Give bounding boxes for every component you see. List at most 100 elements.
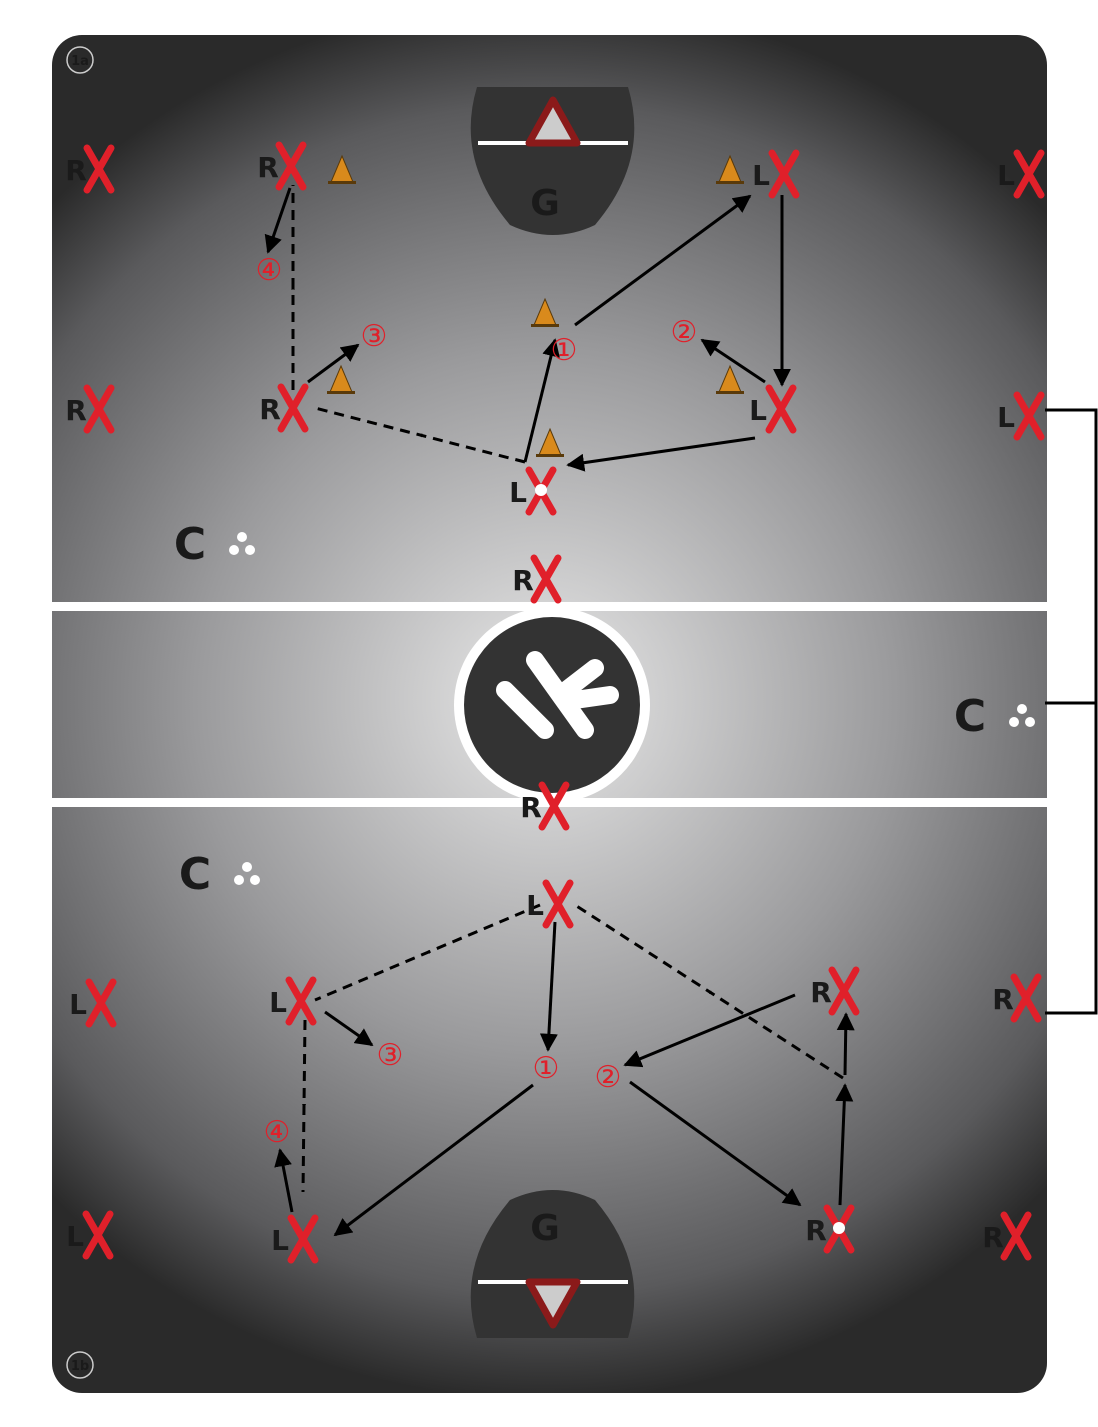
goal: G xyxy=(470,87,635,235)
player-marker: R xyxy=(259,383,309,433)
pass-arrow xyxy=(523,338,560,463)
step-number: ② xyxy=(671,315,698,350)
player-side-label: R xyxy=(65,154,87,187)
player-marker: L xyxy=(752,149,800,199)
player-marker: R xyxy=(65,144,115,194)
player-marker: R xyxy=(805,1204,855,1254)
cone-icon xyxy=(328,154,356,184)
ball-carrier-icon xyxy=(535,484,547,496)
player-side-label: L xyxy=(269,986,287,1019)
player-marker: L xyxy=(749,384,797,434)
x-mark-icon xyxy=(83,144,115,194)
ball-icon xyxy=(1025,717,1035,727)
coach-label: C xyxy=(179,849,211,900)
drill-id-badge xyxy=(66,46,94,74)
pass-arrow xyxy=(539,921,558,1052)
logo-glyph-icon xyxy=(496,651,619,739)
x-mark-icon xyxy=(542,879,574,929)
step-number: ④ xyxy=(256,253,283,288)
player-marker: R xyxy=(520,781,570,831)
x-mark-icon xyxy=(765,384,797,434)
ball-carrier-icon xyxy=(833,1222,845,1234)
goal-net-icon xyxy=(525,1278,581,1329)
ball-icon xyxy=(234,875,244,885)
pass-arrow xyxy=(574,194,752,327)
ball-icon xyxy=(245,545,255,555)
x-mark-icon xyxy=(287,1214,319,1264)
step-number: ① xyxy=(533,1051,560,1086)
ball-icon xyxy=(250,875,260,885)
player-side-label: L xyxy=(69,988,87,1021)
ball-icon xyxy=(242,862,252,872)
ball-icon xyxy=(1009,717,1019,727)
player-side-label: R xyxy=(259,393,281,426)
player-side-label: R xyxy=(810,976,832,1009)
player-marker: R xyxy=(982,1211,1032,1261)
cone-base xyxy=(716,181,744,184)
player-side-label: L xyxy=(749,394,767,427)
x-mark-icon xyxy=(530,554,562,604)
coach-label: C xyxy=(954,691,986,742)
pass-arrow xyxy=(333,1083,534,1237)
x-mark-icon xyxy=(538,781,570,831)
player-marker: L xyxy=(997,149,1045,199)
pass-arrow xyxy=(700,338,766,384)
goal: G xyxy=(470,1190,635,1338)
goalie-label: G xyxy=(530,183,560,224)
player-marker: R xyxy=(65,384,115,434)
bracket xyxy=(1045,408,1098,1015)
x-mark-icon xyxy=(1013,391,1045,441)
ball-icon xyxy=(1017,704,1027,714)
player-marker: L xyxy=(271,1214,319,1264)
pass-arrow xyxy=(307,343,360,384)
drill-id: 1b xyxy=(71,1359,89,1374)
cone-base xyxy=(716,391,744,394)
cone-icon xyxy=(716,154,744,184)
step-number: ④ xyxy=(264,1115,291,1150)
player-marker: L xyxy=(269,976,317,1026)
ball-icon xyxy=(229,545,239,555)
player-marker: L xyxy=(997,391,1045,441)
player-marker: R xyxy=(512,554,562,604)
player-side-label: L xyxy=(509,476,527,509)
pass-arrow xyxy=(566,436,756,472)
player-side-label: L xyxy=(752,159,770,192)
goal-crease xyxy=(470,1190,635,1338)
player-side-label: R xyxy=(512,564,534,597)
x-mark-icon xyxy=(85,978,117,1028)
pass-arrow xyxy=(623,993,796,1068)
step-number: ③ xyxy=(377,1038,404,1073)
goal-net-icon xyxy=(525,96,581,147)
drill-id-badge xyxy=(66,1351,94,1379)
goal-crease xyxy=(470,87,635,235)
player-side-label: L xyxy=(66,1220,84,1253)
player-side-label: L xyxy=(526,889,544,922)
player-side-label: L xyxy=(997,159,1015,192)
goalie-label: G xyxy=(530,1208,560,1249)
pass-arrow xyxy=(264,187,292,254)
player-side-label: R xyxy=(520,791,542,824)
player-side-label: R xyxy=(257,151,279,184)
x-mark-icon xyxy=(1010,973,1042,1023)
x-mark-icon xyxy=(1013,149,1045,199)
x-mark-icon xyxy=(277,383,309,433)
x-mark-icon xyxy=(1000,1211,1032,1261)
player-side-label: L xyxy=(997,401,1015,434)
player-marker: R xyxy=(257,141,307,191)
player-side-label: R xyxy=(805,1214,827,1247)
midline-top xyxy=(52,602,1047,611)
player-side-label: R xyxy=(65,394,87,427)
x-mark-icon xyxy=(285,976,317,1026)
cone-icon xyxy=(327,364,355,394)
player-marker: L xyxy=(66,1210,114,1260)
player-marker: L xyxy=(509,466,557,516)
cone-icon xyxy=(531,297,559,327)
step-number: ③ xyxy=(361,319,388,354)
coach-label: C xyxy=(174,519,206,570)
player-side-label: L xyxy=(271,1224,289,1257)
step-number: ② xyxy=(595,1060,622,1095)
x-mark-icon xyxy=(83,384,115,434)
step-number: ① xyxy=(551,333,578,368)
cone-icon xyxy=(716,364,744,394)
